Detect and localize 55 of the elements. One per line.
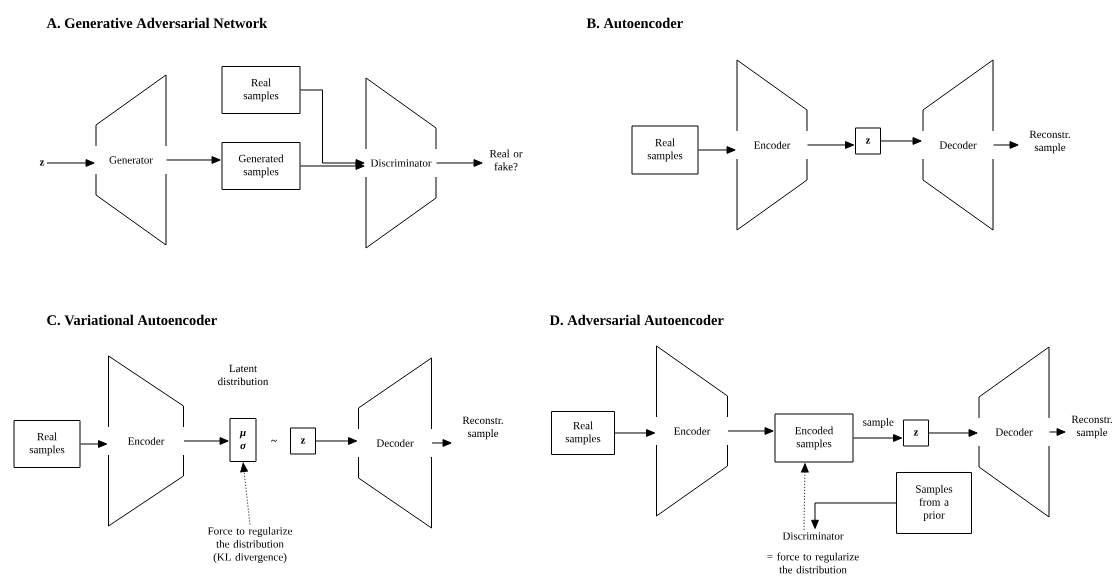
arrow (431, 439, 452, 447)
process-box: Generated samples (221, 142, 301, 190)
network-trapezoid: Decoder (358, 357, 432, 529)
arrow (46, 159, 95, 167)
arrow (928, 429, 978, 437)
network-trapezoid: Encoder (736, 59, 808, 231)
arrow (315, 437, 358, 445)
arrow (853, 434, 903, 442)
network-trapezoid: Encoder (108, 355, 184, 527)
text-label: Real or fake? (489, 149, 523, 171)
text-label: Reconstr. sample (1029, 130, 1070, 154)
arrow (183, 437, 229, 445)
arrow (993, 141, 1019, 149)
arrow (300, 89, 365, 167)
arrow (80, 440, 108, 448)
network-trapezoid: Generator (95, 74, 167, 246)
network-trapezoid: Discriminator (365, 77, 437, 249)
arrow (880, 137, 922, 145)
network-trapezoid: Decoder (978, 346, 1050, 518)
text-label: Reconstr. sample (462, 416, 503, 440)
arrow (300, 162, 365, 170)
process-box: Real samples (13, 420, 81, 468)
panel-heading: D. Adversarial Autoencoder (549, 314, 724, 326)
network-trapezoid: Decoder (922, 59, 994, 231)
caption-text: = force to regularize the distribution (767, 552, 859, 574)
process-box: Real samples (221, 66, 301, 114)
process-box: μ σ (229, 418, 257, 462)
process-box: z (903, 419, 929, 447)
arrow (1049, 428, 1066, 436)
text-label: Reconstr. sample (1071, 415, 1112, 439)
panel-heading: A. Generative Adversarial Network (46, 17, 268, 29)
arrow (727, 427, 774, 435)
process-box: Samples from a prior (896, 472, 972, 534)
arrow (240, 462, 251, 525)
arrow (801, 463, 809, 531)
process-box: Real samples (631, 125, 699, 175)
process-box: Encoded samples (774, 413, 854, 463)
edge-label: sample (863, 418, 894, 428)
process-box: Real samples (551, 411, 615, 455)
panel-heading: B. Autoencoder (586, 17, 683, 29)
text-label: z (39, 160, 45, 166)
text-label: Discriminator (782, 532, 844, 540)
network-trapezoid: Encoder (656, 345, 728, 517)
tilde-symbol: ~ (271, 439, 277, 442)
arrow (698, 146, 736, 154)
panel-heading: C. Variational Autoencoder (47, 314, 217, 326)
text-label: Force to regularize the distribution (KL divergence) (207, 527, 293, 563)
arrow (811, 502, 897, 529)
arrow (614, 429, 656, 437)
arrow (436, 159, 483, 167)
process-box: z (290, 427, 316, 455)
caption-text: Latent distribution (218, 364, 269, 386)
process-box: z (855, 127, 881, 155)
arrow (166, 156, 221, 164)
arrow (807, 141, 855, 149)
